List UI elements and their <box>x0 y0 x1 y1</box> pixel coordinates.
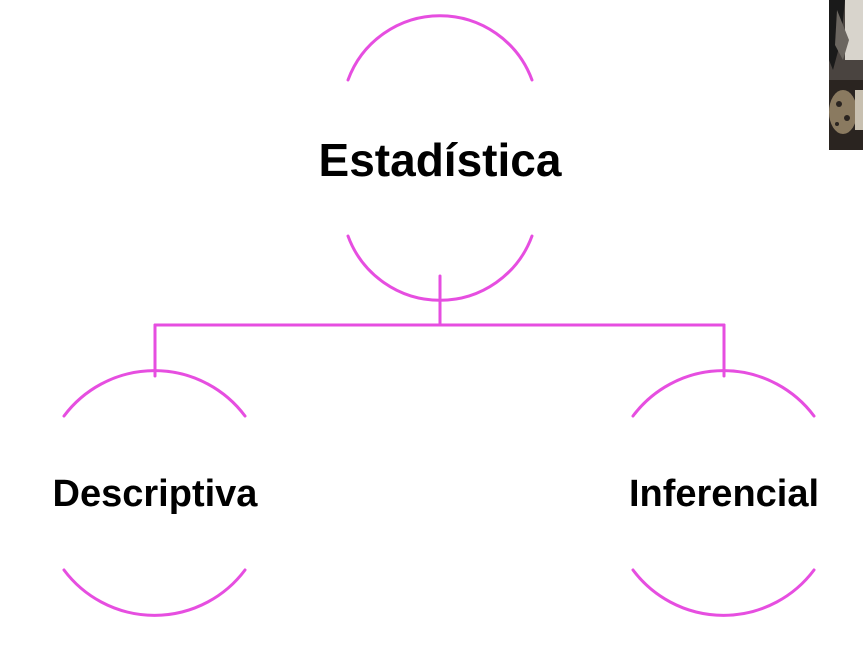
right-node-bottom-arc <box>631 568 816 617</box>
root-node-label: Estadística <box>318 134 562 186</box>
descriptive-node-label: Descriptiva <box>52 473 258 515</box>
right-node-top-arc <box>631 369 816 418</box>
left-node-bottom-arc <box>62 568 247 617</box>
inferential-node-label: Inferencial <box>628 473 820 515</box>
root-node-top-arc <box>346 14 534 82</box>
left-node-top-arc <box>62 369 247 418</box>
webcam-thumbnail-icon <box>815 0 863 150</box>
